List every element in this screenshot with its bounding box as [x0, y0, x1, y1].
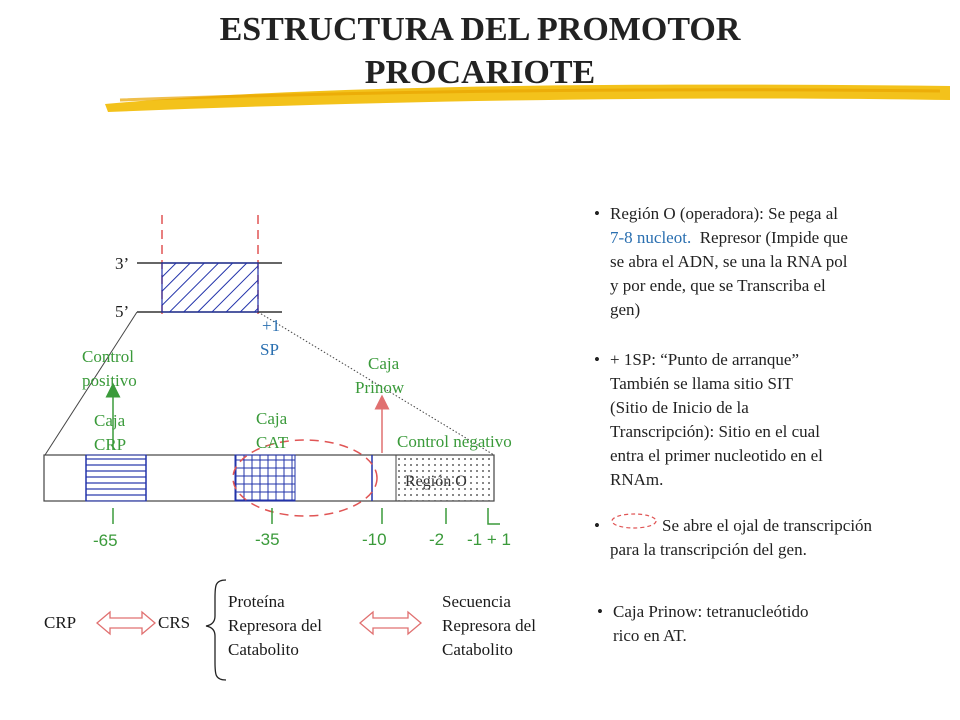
control-negativo-label: Control negativo: [397, 432, 512, 451]
crp-label: CRP: [44, 613, 77, 632]
transcription-bubble: [232, 439, 378, 517]
zoom-line-right: [257, 311, 495, 456]
bullet-region-o-line3: se abra el ADN, se una la RNA pol: [610, 252, 848, 271]
bullet-prinow-line2: rico en AT.: [613, 626, 687, 645]
sequence-line1: Secuencia: [442, 592, 511, 611]
title-highlight: [105, 84, 950, 112]
bullet-prinow-line1: Caja Prinow: tetranucleótido: [613, 602, 809, 621]
bullet-region-o-line5: gen): [610, 300, 641, 319]
region-o-box: [395, 454, 495, 502]
protein-line3: Catabolito: [228, 640, 299, 659]
page-title-line2: PROCARIOTE: [364, 54, 596, 91]
bullet-plus1sp-line3: (Sitio de Inicio de la: [610, 398, 749, 417]
strand-3prime-label: 3’: [115, 254, 130, 273]
bullet-region-o: • Región O (operadora): Se pega al 7-8 n…: [594, 202, 940, 322]
curly-brace: [205, 579, 227, 681]
caja-cat-line2: CAT: [256, 433, 289, 452]
caja-crp-line2: CRP: [94, 435, 127, 454]
control-positivo-line2: positivo: [82, 371, 137, 390]
sequence-line2: Represora del: [442, 616, 536, 635]
bullet-prinow: • Caja Prinow: tetranucleótido rico en A…: [597, 600, 943, 648]
bullet-plus1sp-line4: Transcripción): Sitio en el cual: [610, 422, 820, 441]
position-minus2: -2: [429, 530, 445, 549]
protein-line2: Represora del: [228, 616, 322, 635]
bullet-plus1sp: • + 1SP: “Punto de arranque” También se …: [594, 348, 940, 492]
position-minus10: -10: [362, 530, 387, 549]
plus1-label: +1: [262, 316, 281, 335]
protein-sequence-double-arrow: [358, 610, 423, 636]
caja-crp-box: [85, 454, 147, 502]
sp-label: SP: [260, 340, 279, 359]
strand-5prime-label: 5’: [115, 302, 130, 321]
bullet-plus1sp-line1: + 1SP: “Punto de arranque”: [610, 350, 799, 369]
nucleotide-count-text: 7-8 nucleot.: [610, 228, 692, 247]
bullet-region-o-line1: Región O (operadora): Se pega al: [610, 204, 838, 223]
sequence-line3: Catabolito: [442, 640, 513, 659]
bullet-plus1sp-line6: RNAm.: [610, 470, 664, 489]
bullet-plus1sp-line2: También se llama sitio SIT: [610, 374, 793, 393]
bullet-region-o-line4: y por ende, que se Transcriba el: [610, 276, 826, 295]
caja-cat-box: [234, 454, 296, 502]
bullet-plus1sp-line5: entra el primer nucleotido en el: [610, 446, 823, 465]
bullet-ojal-line2: para la transcripción del gen.: [610, 540, 807, 559]
bullet-ojal-line1: Se abre el ojal de transcripción: [662, 516, 873, 535]
position-minus1-plus1: -1 + 1: [467, 530, 511, 549]
caja-cat-line1: Caja: [256, 409, 288, 428]
crp-crs-double-arrow: [95, 610, 157, 636]
bullet-region-o-line2: 7-8 nucleot. Represor (Impide que: [610, 228, 848, 247]
position-minus35: -35: [255, 530, 280, 549]
caja-prinow-line2: Prinow: [355, 378, 405, 397]
protein-line1: Proteína: [228, 592, 285, 611]
bullet-ojal: • Se abre el ojal de transcripción para …: [594, 514, 940, 562]
region-o-label: Región O: [405, 473, 467, 490]
crs-label: CRS: [158, 613, 191, 632]
hatched-box: [161, 262, 259, 313]
caja-crp-line1: Caja: [94, 411, 126, 430]
page-title-line1: ESTRUCTURA DEL PROMOTOR: [219, 11, 741, 48]
bubble-ellipse-icon: [611, 513, 657, 529]
caja-prinow-line1: Caja: [368, 354, 400, 373]
zoom-line-left: [44, 311, 138, 456]
control-positivo-line1: Control: [82, 347, 134, 366]
position-minus65: -65: [93, 531, 118, 550]
